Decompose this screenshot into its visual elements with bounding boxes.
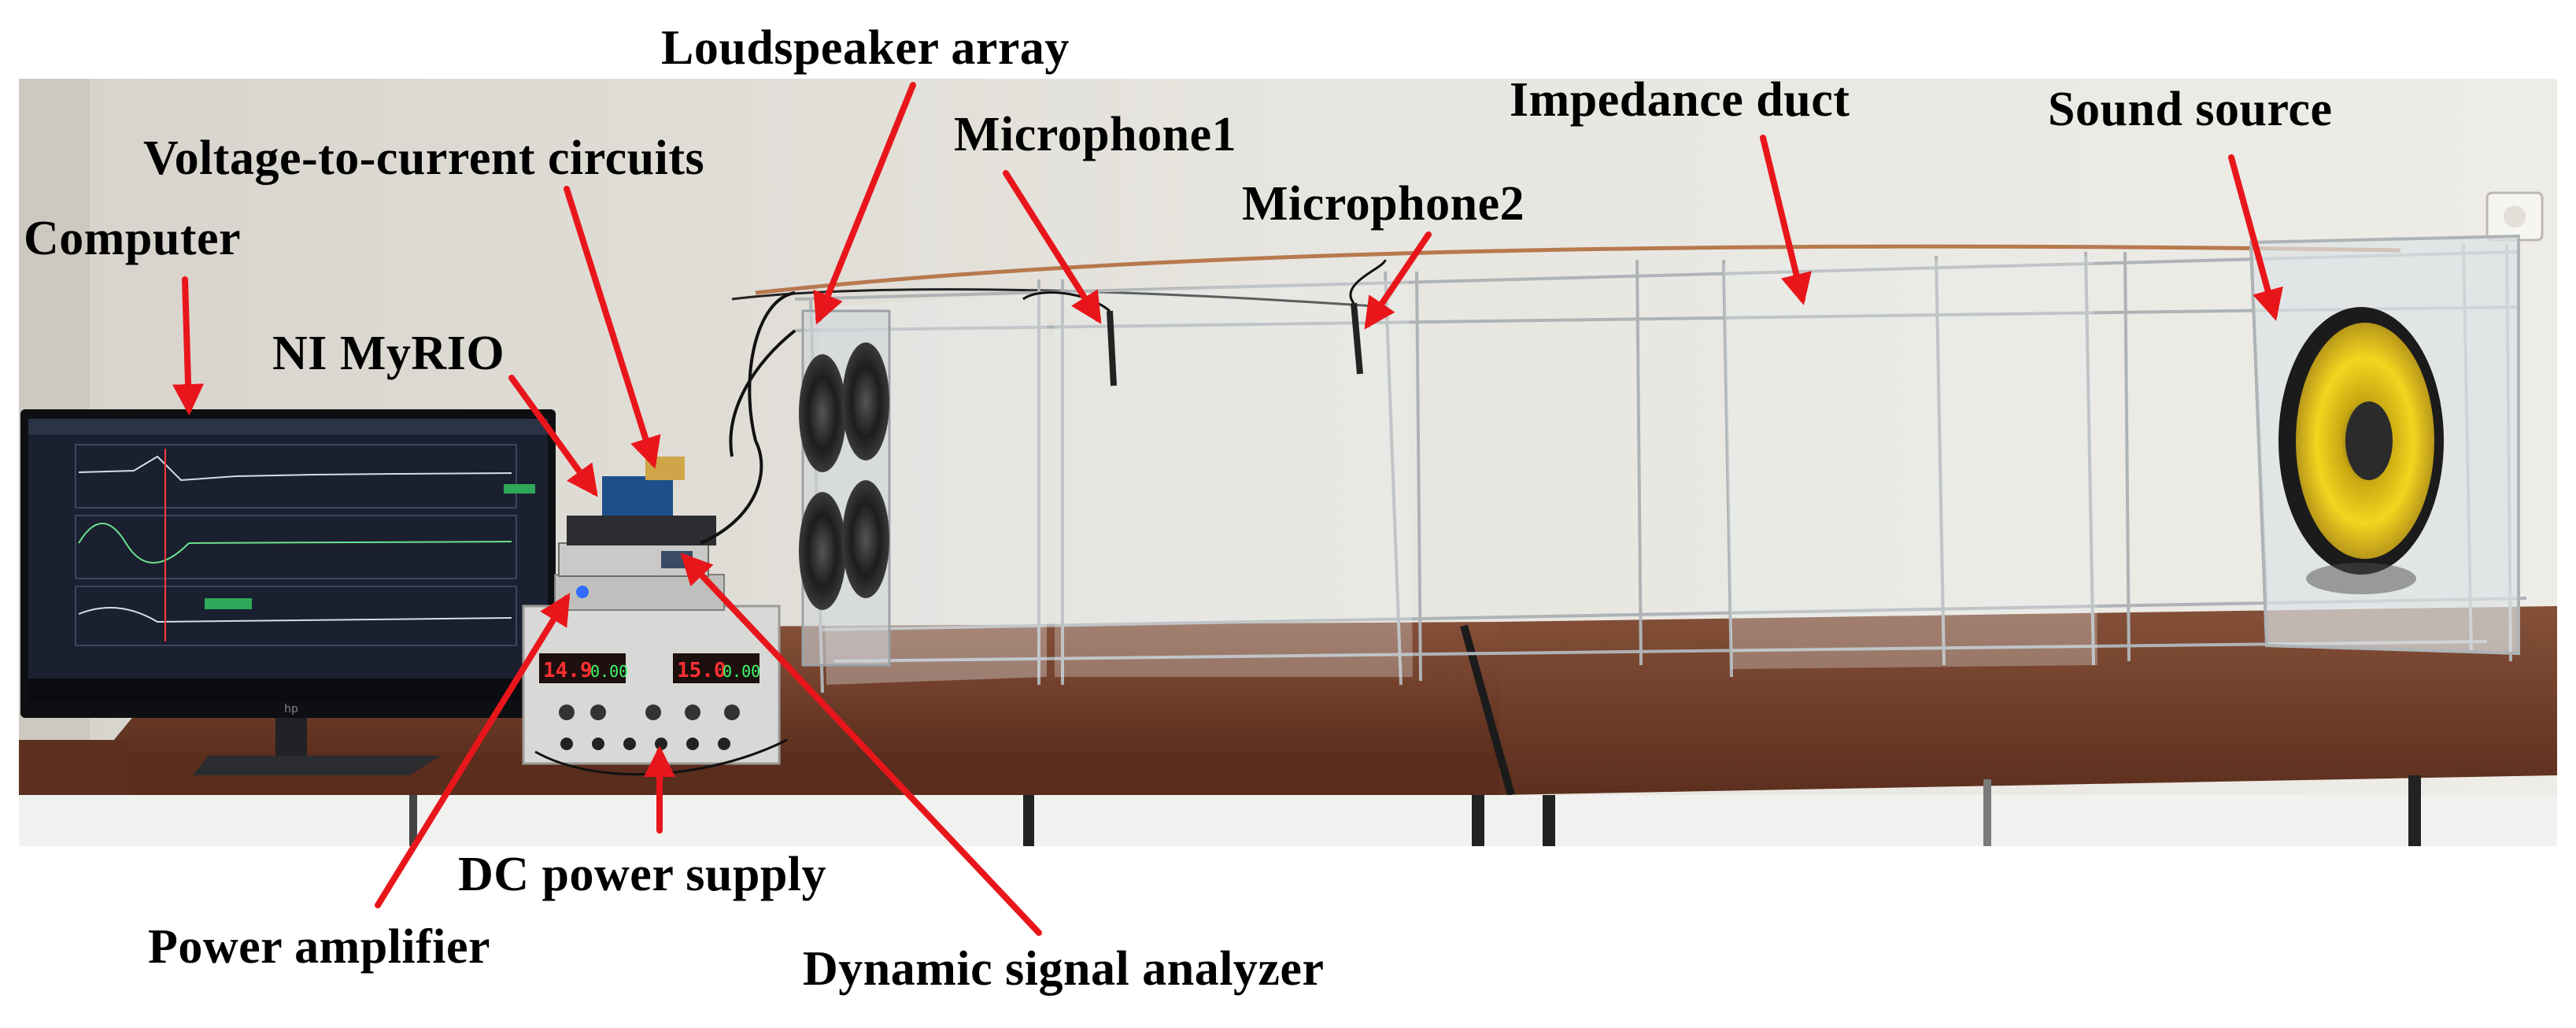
arrow-impedance-duct bbox=[1760, 135, 1812, 305]
right-readout-small: 0.00 bbox=[723, 662, 760, 681]
label-impedance-duct: Impedance duct bbox=[1510, 73, 1850, 127]
left-readout: 14.9 bbox=[543, 659, 593, 682]
arrow-ni-myrio bbox=[508, 375, 598, 497]
arrow-microphone1 bbox=[1003, 170, 1102, 324]
label-microphone2: Microphone2 bbox=[1242, 177, 1525, 231]
arrow-computer bbox=[172, 276, 205, 416]
arrow-voltage-to-current bbox=[564, 186, 661, 469]
arrow-sound-source bbox=[2228, 154, 2283, 321]
label-sound-source: Sound source bbox=[2048, 83, 2333, 136]
sound-source-speaker bbox=[2278, 307, 2444, 594]
computer-monitor: hp bbox=[20, 409, 556, 775]
left-readout-small: 0.00 bbox=[590, 662, 628, 681]
right-readout: 15.0 bbox=[677, 659, 726, 682]
arrow-loudspeaker-array bbox=[813, 82, 916, 325]
label-computer: Computer bbox=[24, 212, 242, 265]
label-ni-myrio: NI MyRIO bbox=[272, 327, 505, 380]
arrow-microphone2 bbox=[1364, 231, 1432, 330]
label-voltage-to-current-circuits: Voltage-to-current circuits bbox=[143, 131, 705, 185]
label-loudspeaker-array: Loudspeaker array bbox=[661, 21, 1070, 75]
arrow-dynamic-signal-analyzer bbox=[680, 553, 1042, 936]
label-dynamic-signal-analyzer: Dynamic signal analyzer bbox=[803, 942, 1325, 996]
arrow-power-amplifier bbox=[375, 593, 571, 908]
label-power-amplifier: Power amplifier bbox=[148, 920, 491, 974]
annotation-arrows bbox=[172, 82, 2283, 936]
label-dc-power-supply: DC power supply bbox=[458, 848, 827, 901]
label-microphone1: Microphone1 bbox=[954, 108, 1237, 161]
loudspeaker-array bbox=[729, 309, 891, 667]
svg-text:hp: hp bbox=[284, 703, 298, 716]
